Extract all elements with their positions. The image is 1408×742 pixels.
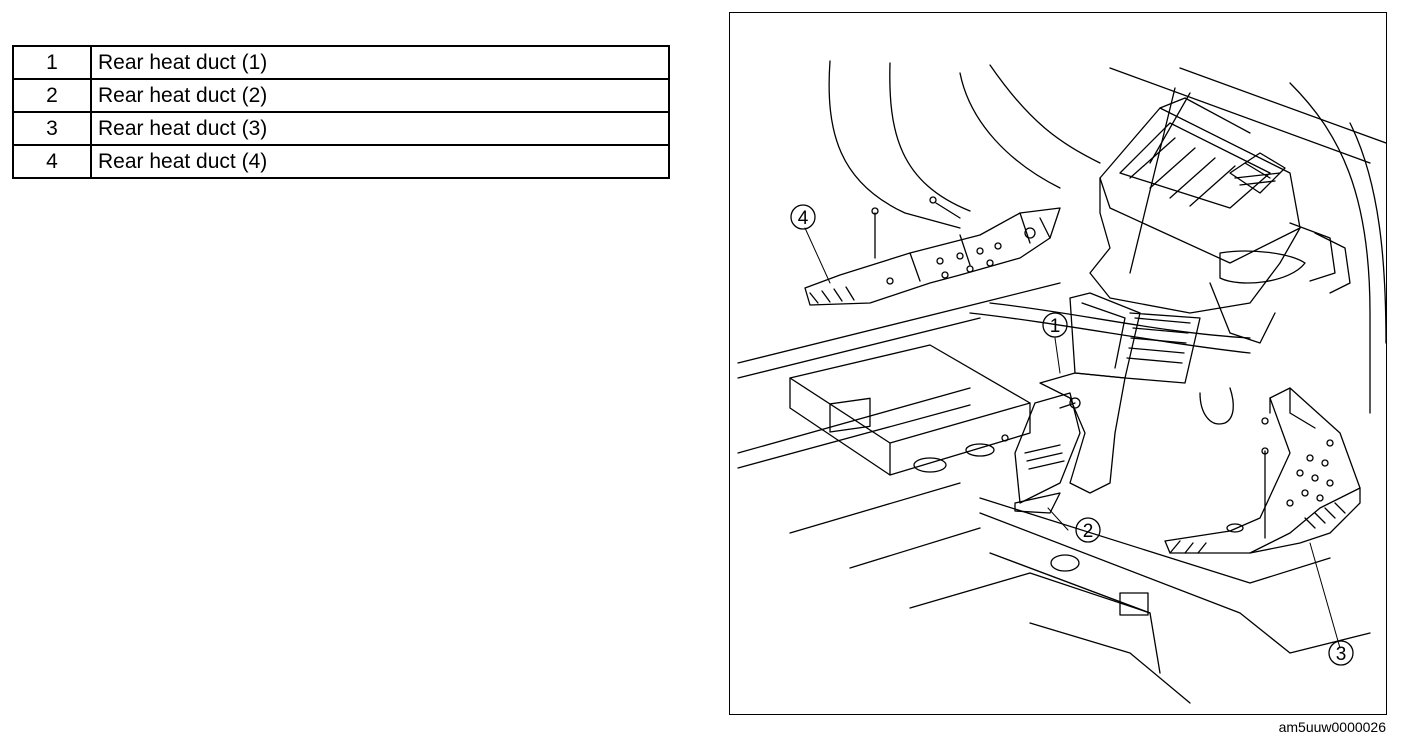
table-row: 4 Rear heat duct (4) — [12, 144, 670, 179]
callout-3-number: 3 — [1336, 644, 1347, 665]
duct-illustration-frame: 1 2 3 4 — [729, 12, 1387, 715]
part-number-cell: 2 — [12, 78, 92, 113]
table-row: 3 Rear heat duct (3) — [12, 111, 670, 146]
callout-2: 2 — [1075, 517, 1101, 543]
callout-4: 4 — [790, 204, 816, 230]
part-name-cell: Rear heat duct (3) — [90, 111, 670, 146]
rear-heat-duct-3 — [1164, 387, 1361, 554]
callout-4-number: 4 — [798, 208, 809, 229]
table-row: 1 Rear heat duct (1) — [12, 45, 670, 80]
callout-3: 3 — [1328, 640, 1354, 666]
part-name-cell: Rear heat duct (4) — [90, 144, 670, 179]
callout-1-number: 1 — [1050, 316, 1061, 337]
rear-heat-duct-2 — [1001, 392, 1081, 514]
rear-heat-duct-4 — [804, 196, 1061, 306]
rear-heat-duct-1 — [1039, 292, 1201, 494]
part-number-cell: 3 — [12, 111, 92, 146]
table-row: 2 Rear heat duct (2) — [12, 78, 670, 113]
part-name-cell: Rear heat duct (2) — [90, 78, 670, 113]
figure-id-label: am5uuw0000026 — [1278, 719, 1386, 735]
part-number-cell: 1 — [12, 45, 92, 80]
vehicle-body-outline — [737, 60, 1386, 569]
floor-cross-member — [789, 344, 1031, 476]
leader-lines — [804, 227, 1341, 649]
duct-illustration: 1 2 3 4 — [737, 60, 1386, 704]
parts-legend-table: 1 Rear heat duct (1) 2 Rear heat duct (2… — [12, 45, 670, 179]
callout-2-number: 2 — [1083, 521, 1094, 542]
heater-unit — [1089, 87, 1351, 425]
callout-1: 1 — [1042, 312, 1068, 338]
floor-rail — [909, 497, 1371, 704]
part-number-cell: 4 — [12, 144, 92, 179]
part-name-cell: Rear heat duct (1) — [90, 45, 670, 80]
